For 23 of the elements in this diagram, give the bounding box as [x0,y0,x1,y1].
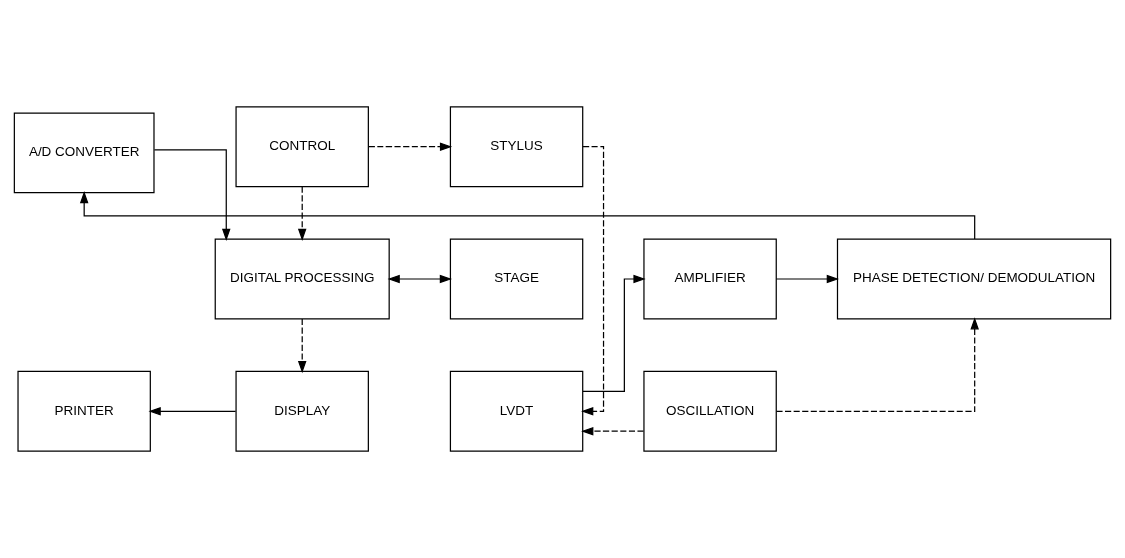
node-box: PHASE DETECTION/ DEMODULATION [836,238,1112,320]
arrow [581,426,645,436]
arrow [775,274,839,284]
node-box: PRINTER [17,370,151,452]
arrow [775,317,979,412]
arrow [582,274,646,392]
node-box: DIGITAL PROCESSING [214,238,390,320]
arrow [368,142,453,151]
arrow [581,146,605,416]
arrow [297,186,307,241]
node-box: LVDT [449,370,584,452]
arrow [148,407,237,416]
node-box: CONTROL [235,106,369,188]
node-box: STAGE [449,238,584,320]
node-box: AMPLIFIER [643,238,777,320]
arrow [387,274,453,284]
arrow [297,318,307,374]
node-box: A/D CONVERTER [13,112,155,194]
arrow [79,190,976,240]
arrow [153,149,231,242]
node-box: STYLUS [449,106,584,188]
node-box: DISPLAY [235,370,369,452]
node-box: OSCILLATION [643,370,777,452]
